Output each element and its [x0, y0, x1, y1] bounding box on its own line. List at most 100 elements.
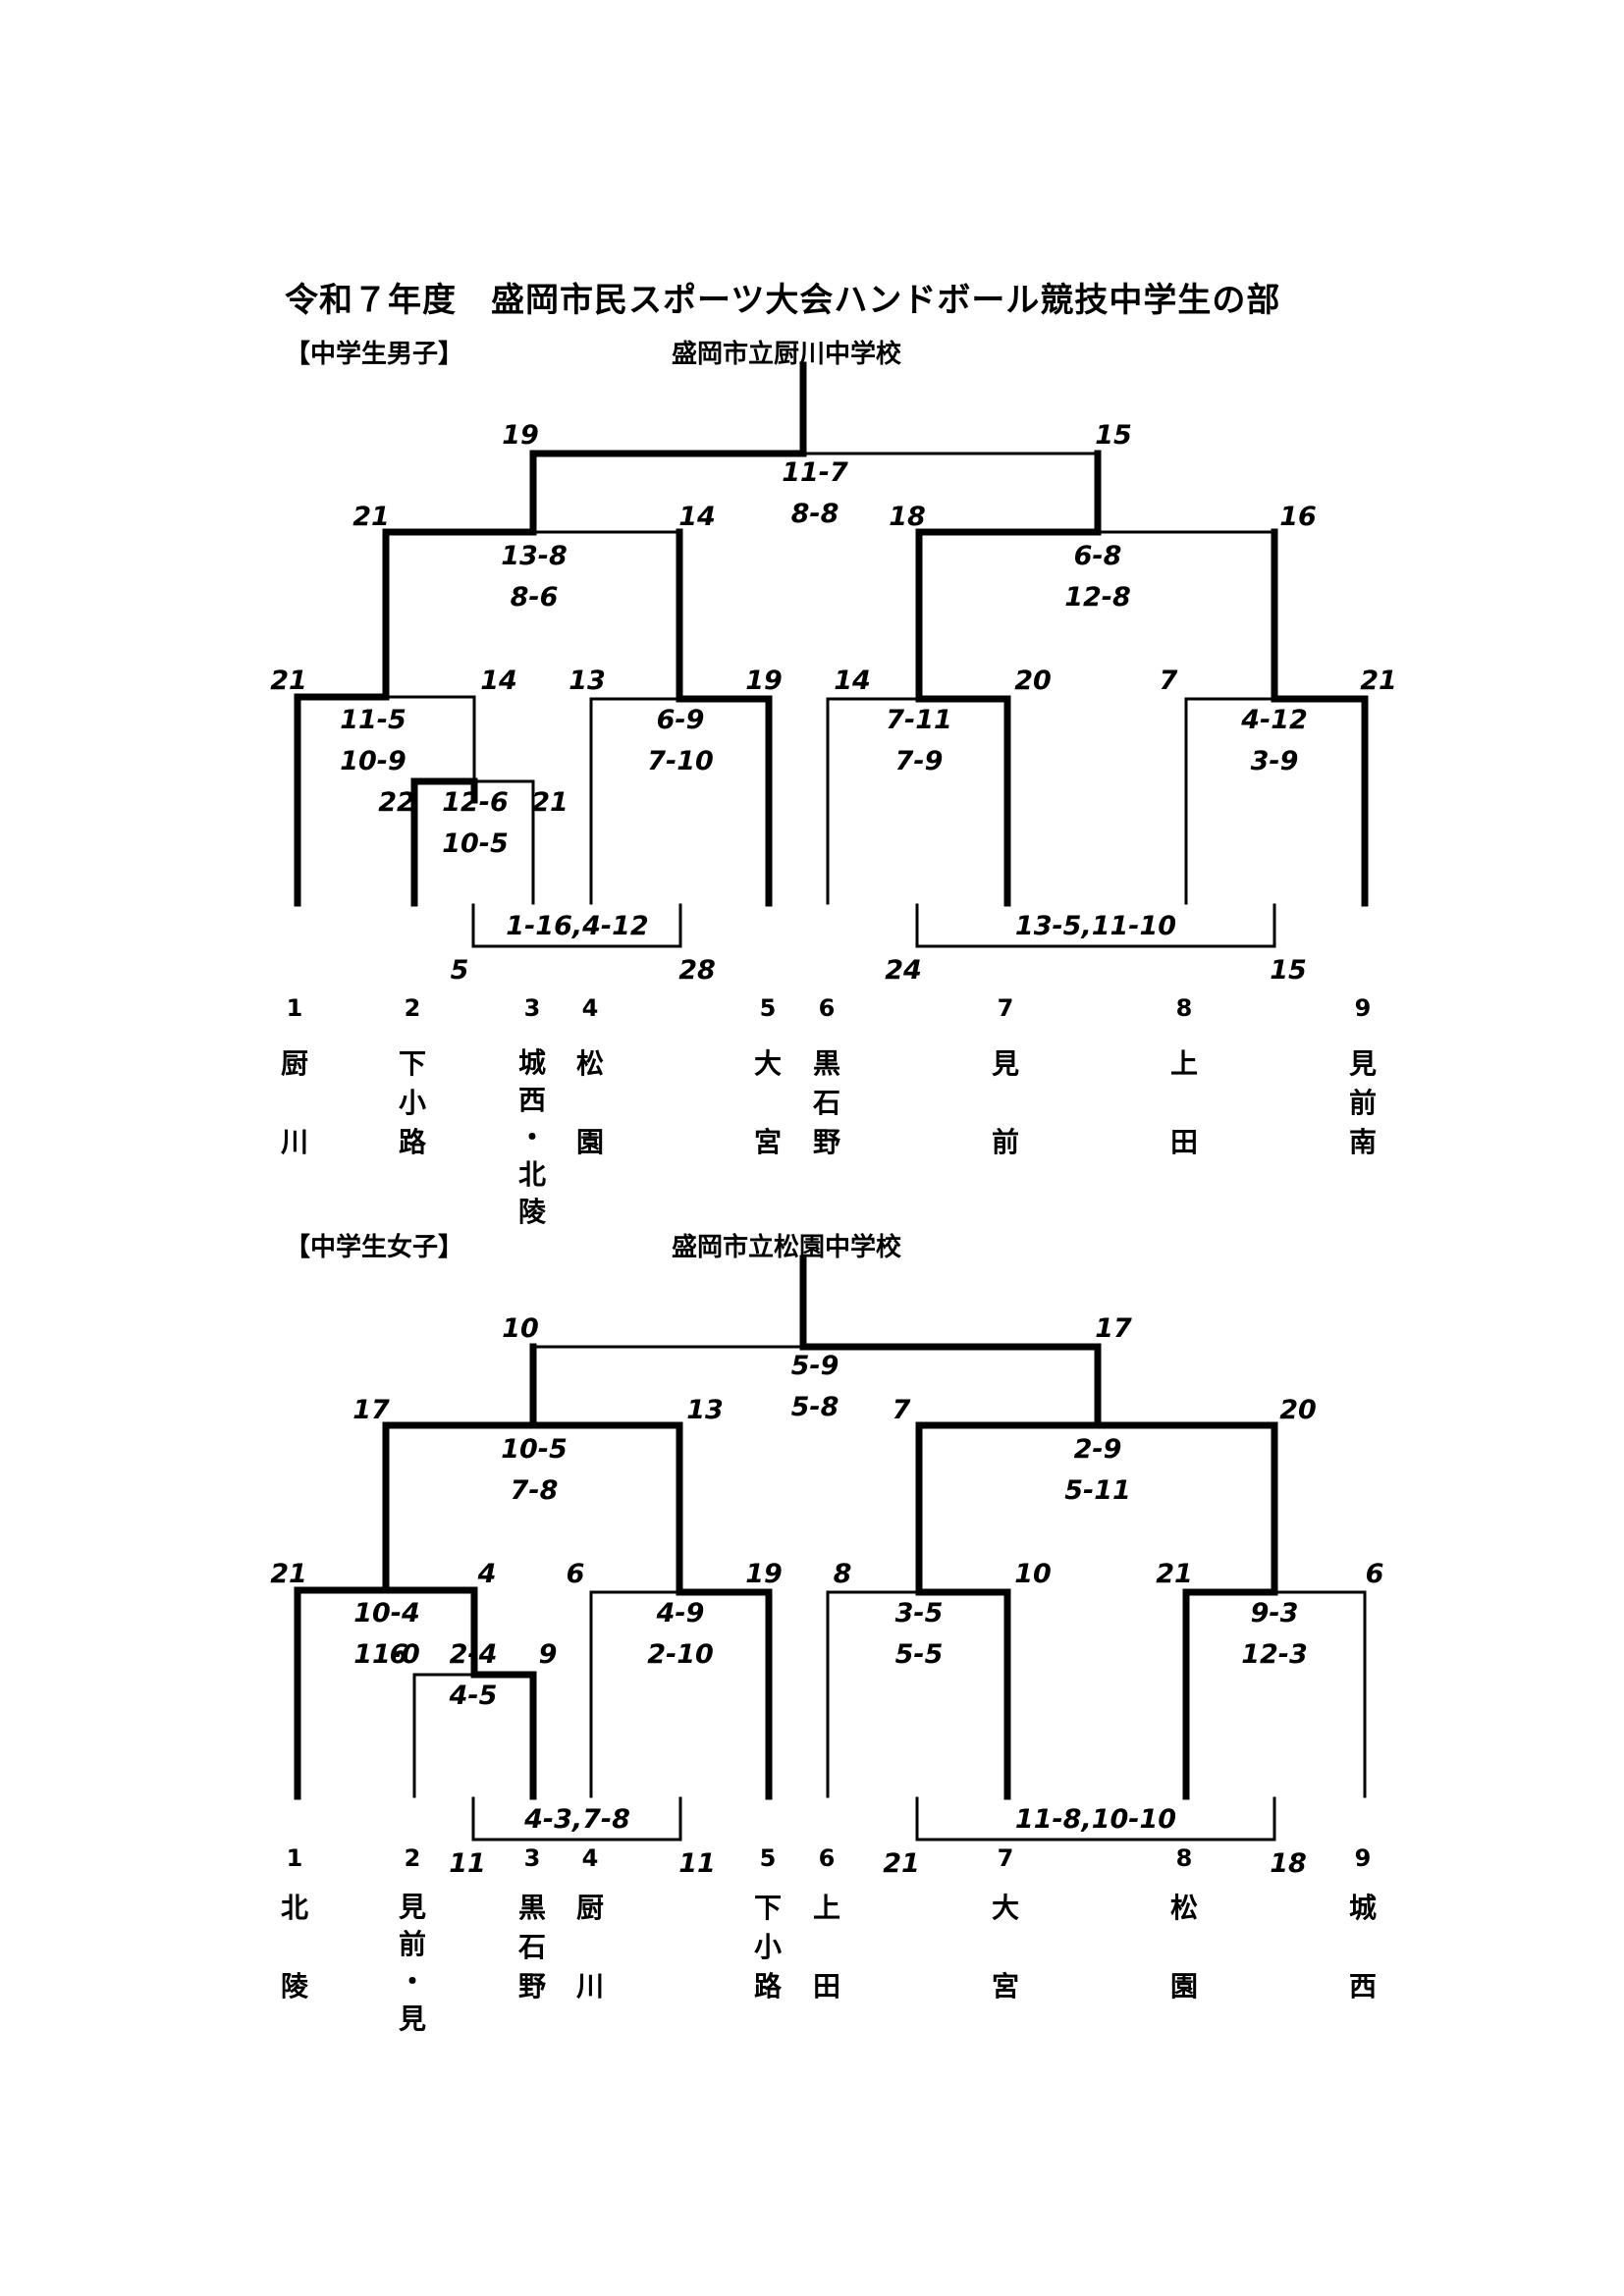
- team-entry: 9 見前南: [1333, 989, 1392, 1162]
- match-result: 13-8: [501, 541, 568, 571]
- score: 18: [889, 502, 926, 532]
- team-entry: 3 黒石野: [503, 1840, 562, 2006]
- match-result: 4-12: [1240, 705, 1308, 735]
- match-result: 2-10: [647, 1639, 714, 1670]
- score: 19: [745, 666, 783, 696]
- match-result: 10-4: [353, 1598, 420, 1629]
- team-entry: 4 松園: [561, 989, 620, 1162]
- match-result: 8-8: [791, 499, 839, 529]
- match-result: 6-8: [1074, 541, 1122, 571]
- team-entry: 5 大宮: [738, 989, 797, 1162]
- score: 10: [1014, 1559, 1052, 1589]
- girls-team-list: 1 北陵 2 見前・見 3 黒石野 4 厨川 5 下小路 6 上田 7 大宮 8…: [0, 1840, 1624, 2065]
- team-name: 上田: [812, 1892, 840, 2002]
- match-result: 3-9: [1251, 746, 1299, 776]
- score: 4: [477, 1559, 497, 1589]
- match-result: 7-11: [886, 705, 952, 735]
- match-result: 7-9: [895, 746, 944, 776]
- team-entry: 2 見前・見: [383, 1840, 442, 2038]
- team-number: 3: [523, 1844, 541, 1872]
- team-name: 黒石野: [812, 1047, 840, 1158]
- team-number: 7: [997, 1844, 1014, 1872]
- score: 5: [451, 955, 469, 986]
- match-result: 5-11: [1064, 1475, 1131, 1506]
- score: 21: [352, 502, 390, 532]
- team-name: 下小路: [398, 1047, 426, 1158]
- team-number: 5: [759, 1844, 777, 1872]
- team-number: 4: [581, 1844, 599, 1872]
- team-entry: 2 下小路: [383, 989, 442, 1162]
- score: 14: [480, 666, 517, 696]
- boys-bracket: 19 15 21 14 18 16 21 14 13 19 14 20 7 21…: [270, 361, 1397, 986]
- score: 10: [502, 1313, 539, 1344]
- match-result: 11-0: [353, 1639, 420, 1670]
- score: 6: [390, 1639, 408, 1670]
- match-result: 12-6: [442, 787, 509, 818]
- score: 13: [568, 666, 606, 696]
- team-name: 大宮: [753, 1047, 782, 1158]
- score: 21: [1360, 666, 1397, 696]
- match-result: 4-5: [449, 1681, 498, 1711]
- team-name: 厨川: [280, 1047, 308, 1158]
- score: 6: [567, 1559, 585, 1589]
- team-name: 見前・見: [398, 1891, 426, 2035]
- score: 9: [539, 1639, 558, 1670]
- team-entry: 8 松園: [1155, 1840, 1214, 2006]
- team-number: 9: [1354, 1844, 1372, 1872]
- match-result: 3-5: [895, 1598, 944, 1629]
- match-result: 2-4: [450, 1639, 498, 1670]
- score: 13: [686, 1395, 724, 1425]
- match-result: 12-8: [1064, 582, 1131, 613]
- team-number: 6: [818, 1844, 836, 1872]
- team-number: 7: [997, 994, 1014, 1022]
- team-entry: 6 上田: [797, 1840, 856, 2006]
- score: 17: [1095, 1313, 1132, 1344]
- score: 21: [270, 1559, 307, 1589]
- score: 20: [1014, 666, 1052, 696]
- match-result: 10-5: [501, 1434, 568, 1465]
- match-result: 4-3,7-8: [523, 1804, 630, 1835]
- match-result: 11-7: [782, 457, 848, 488]
- score: 6: [1366, 1559, 1384, 1589]
- score: 15: [1095, 420, 1132, 451]
- match-result: 7-10: [647, 746, 714, 776]
- team-name: 見前南: [1348, 1047, 1377, 1158]
- boys-team-list: 1 厨川 2 下小路 3 城西・北陵 4 松園 5 大宮 6 黒石野 7 見前 …: [0, 989, 1624, 1228]
- team-number: 2: [404, 994, 421, 1022]
- team-number: 2: [404, 1844, 421, 1872]
- team-name: 下小路: [753, 1892, 782, 2002]
- score: 8: [834, 1559, 852, 1589]
- boys-section-label: 【中学生男子】: [285, 340, 464, 369]
- team-name: 黒石野: [517, 1892, 546, 2002]
- score: 21: [883, 1848, 920, 1879]
- score: 21: [1156, 1559, 1193, 1589]
- score: 21: [270, 666, 307, 696]
- team-entry: 7 大宮: [976, 1840, 1035, 2006]
- team-entry: 1 北陵: [265, 1840, 324, 2006]
- match-result: 5-5: [895, 1639, 944, 1670]
- team-entry: 7 見前: [976, 989, 1035, 1162]
- match-result: 1-16,4-12: [506, 911, 648, 941]
- team-number: 5: [759, 994, 777, 1022]
- team-name: 松園: [1169, 1892, 1198, 2002]
- team-name: 松園: [575, 1047, 604, 1158]
- team-number: 1: [286, 994, 303, 1022]
- score: 24: [885, 955, 922, 986]
- score: 16: [1279, 502, 1317, 532]
- team-name: 大宮: [991, 1892, 1019, 2002]
- match-result: 9-3: [1251, 1598, 1299, 1629]
- match-result: 6-9: [657, 705, 705, 735]
- score: 22: [378, 787, 415, 818]
- team-number: 4: [581, 994, 599, 1022]
- match-result: 13-5,11-10: [1015, 911, 1176, 941]
- score: 17: [352, 1395, 390, 1425]
- girls-venue: 盛岡市立松園中学校: [672, 1233, 902, 1262]
- team-entry: 5 下小路: [738, 1840, 797, 2006]
- team-entry: 6 黒石野: [797, 989, 856, 1162]
- match-result: 2-9: [1074, 1434, 1122, 1465]
- team-entry: 9 城西: [1333, 1840, 1392, 2006]
- team-name: 上田: [1169, 1047, 1198, 1158]
- match-result: 7-8: [511, 1475, 559, 1506]
- score: 21: [531, 787, 568, 818]
- girls-section-label: 【中学生女子】: [285, 1233, 464, 1262]
